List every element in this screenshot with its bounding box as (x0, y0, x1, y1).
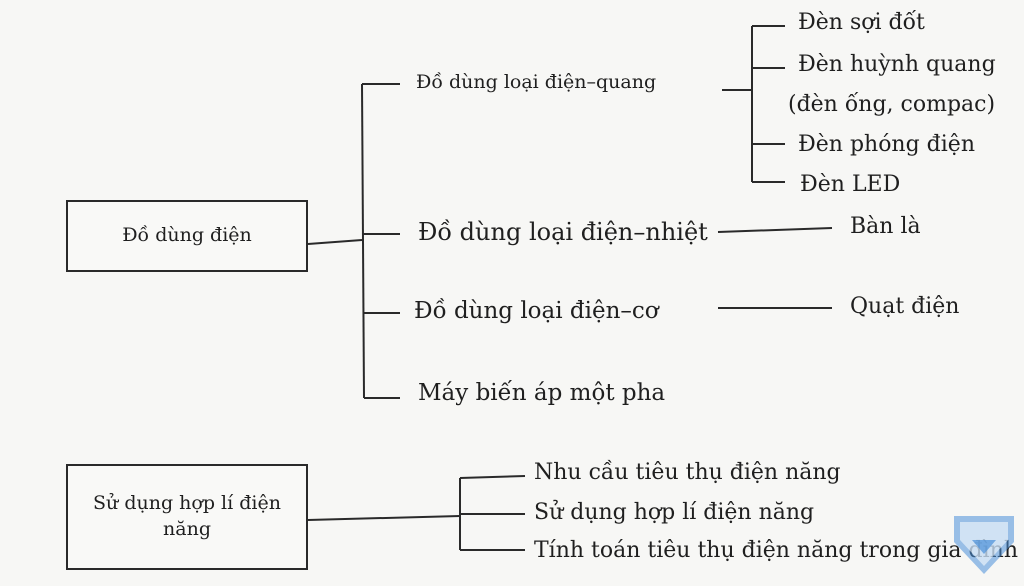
leaf-den-ong-compac: (đèn ống, compac) (788, 92, 996, 117)
connector-root-1 (307, 239, 363, 245)
branch-may-bien-ap: Máy biến áp một pha (418, 380, 666, 406)
leaf-ban-la: Bàn là (850, 214, 921, 239)
branch-tinh-toan: Tính toán tiêu thụ điện năng trong gia đ… (534, 538, 1018, 563)
root-box-su-dung-hop-li: Sử dụng hợp lí điện năng (66, 464, 308, 570)
leaf-den-led: Đèn LED (800, 172, 901, 197)
trunk-1 (361, 83, 365, 399)
branch-dien-nhiet: Đồ dùng loại điện–nhiệt (418, 218, 708, 246)
connector-ban-la (717, 227, 833, 233)
root-label: Đồ dùng điện (122, 224, 252, 247)
shield-logo-icon (954, 516, 1014, 574)
branch-nhu-cau: Nhu cầu tiêu thụ điện năng (534, 460, 841, 485)
branch-su-dung-hop-li: Sử dụng hợp lí điện năng (534, 500, 815, 525)
branch-dien-quang: Đồ dùng loại điện–quang (416, 71, 657, 93)
root-box-do-dung-dien: Đồ dùng điện (66, 200, 308, 272)
branch-dien-co: Đồ dùng loại điện–cơ (414, 298, 659, 324)
connector-nhu-cau (459, 475, 526, 479)
connector-root-2 (307, 515, 461, 521)
leaf-quat-dien: Quạt điện (850, 294, 960, 319)
leaf-den-huynh-quang: Đèn huỳnh quang (798, 52, 996, 77)
root-label-2: Sử dụng hợp lí điện năng (93, 492, 281, 540)
leaf-den-phong-dien: Đèn phóng điện (798, 132, 975, 157)
leaf-den-soi-dot: Đèn sợi đốt (798, 10, 925, 35)
